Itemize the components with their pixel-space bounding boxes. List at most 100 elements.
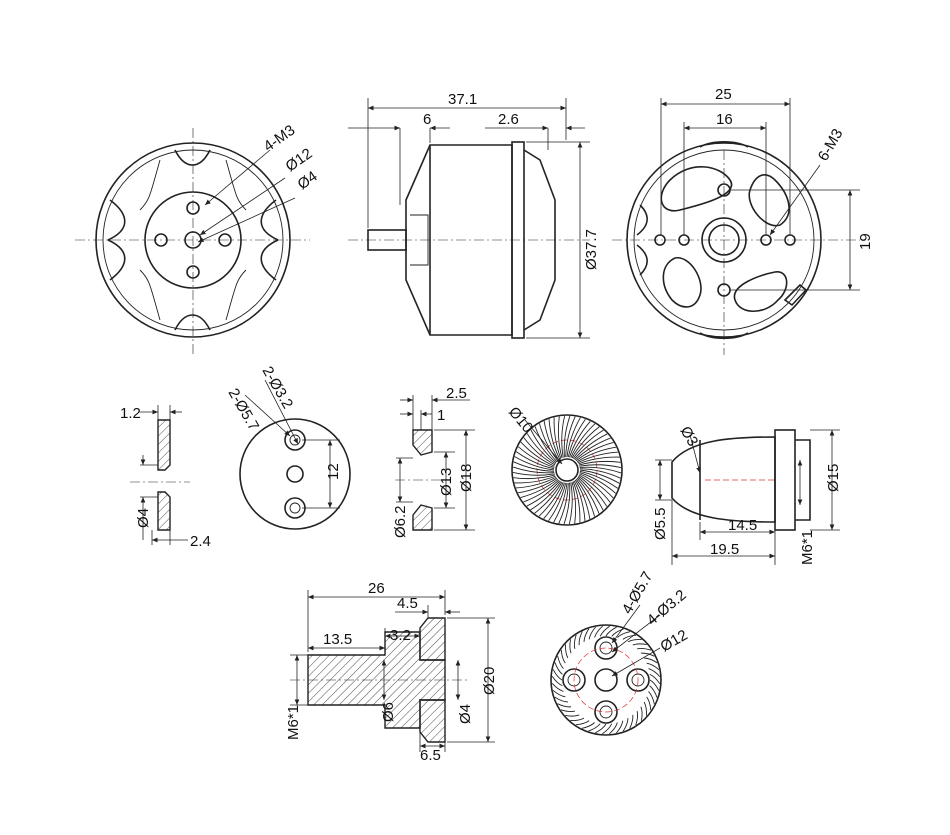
front-dia-inner: Ø4 xyxy=(295,168,321,193)
spinner-d: Ø15 xyxy=(825,464,842,492)
blade-line xyxy=(515,451,555,470)
adapter-thread-len: 13.5 xyxy=(323,631,352,648)
blade-line xyxy=(554,696,568,703)
blade-line xyxy=(576,446,616,463)
blade-line xyxy=(648,668,661,677)
blade-line xyxy=(530,481,562,511)
blade-line xyxy=(595,723,607,734)
blade-line xyxy=(629,714,634,729)
blade-line xyxy=(627,639,642,643)
disc-small-holes: 2-Ø3.2 xyxy=(259,364,297,412)
blade-line xyxy=(551,676,563,687)
blade-line xyxy=(557,703,572,708)
blade-line xyxy=(554,662,563,675)
blade-line xyxy=(637,647,652,651)
blade-line xyxy=(574,437,611,461)
side-view: 37.1 6 2.6 Ø37.7 xyxy=(348,91,600,339)
blade-line xyxy=(579,464,622,469)
fan-disc-part: Ø10 xyxy=(505,404,623,526)
blade-line xyxy=(573,480,586,521)
blade-line xyxy=(579,472,617,494)
blade-line xyxy=(548,419,561,460)
blade-line xyxy=(579,466,622,474)
adapter-total: 26 xyxy=(368,580,385,597)
blade-line xyxy=(551,683,564,692)
blade-line xyxy=(578,631,583,646)
blade-line xyxy=(579,470,619,489)
blade-line xyxy=(643,701,647,716)
blade-line xyxy=(523,479,560,503)
blade-line xyxy=(530,429,557,464)
spacer-part: Ø4 1.2 2.4 xyxy=(120,405,211,550)
blade-line xyxy=(605,626,617,637)
blade-line xyxy=(574,479,591,519)
blade-line xyxy=(635,711,639,726)
blade-line xyxy=(615,720,624,734)
adapter-flange: 4.5 xyxy=(397,595,418,612)
blade-line xyxy=(640,652,655,657)
blade-line xyxy=(578,474,611,503)
blade-line xyxy=(576,477,600,514)
blade-line xyxy=(557,655,564,669)
blade-line xyxy=(649,685,658,698)
mount-swirl xyxy=(551,625,661,735)
blade-line xyxy=(514,456,555,471)
blade-line xyxy=(512,471,555,476)
washer-w1: 2.5 xyxy=(446,385,467,402)
blade-line xyxy=(569,420,591,458)
rear-width: 25 xyxy=(715,86,732,103)
blade-line xyxy=(567,418,586,458)
blade-line xyxy=(579,473,614,499)
blade-line xyxy=(578,460,621,466)
blade-line xyxy=(644,657,658,664)
spacer-flange: 2.4 xyxy=(190,533,211,550)
blade-line xyxy=(599,625,610,637)
blade-line xyxy=(571,481,577,524)
side-rim: 2.6 xyxy=(498,111,519,128)
prop-adapter-part: 26 4.5 13.5 3.2 M6*1 Ø6 Ø4 Ø20 6.5 xyxy=(285,580,498,764)
blade-line xyxy=(594,625,603,638)
blade-line xyxy=(565,416,576,458)
blade-line xyxy=(558,482,569,524)
blade-line xyxy=(538,482,564,517)
blade-line xyxy=(575,442,614,462)
blade-line xyxy=(602,723,613,735)
adapter-d4: Ø4 xyxy=(457,704,474,724)
blade-line xyxy=(520,478,559,498)
blade-line xyxy=(570,423,596,458)
spinner-part: Ø3 Ø5.5 Ø15 M6*1 14.5 19.5 xyxy=(652,424,842,565)
blade-line xyxy=(514,475,556,484)
blade-line xyxy=(539,423,559,462)
blade-line xyxy=(571,426,600,459)
adapter-thread: M6*1 xyxy=(285,705,302,740)
mount-disc-part: 4-Ø5.7 4-Ø3.2 Ø12 xyxy=(550,569,691,736)
blade-line xyxy=(579,468,621,479)
blade-line xyxy=(526,433,556,465)
rear-height: 19 xyxy=(857,233,874,250)
blade-line xyxy=(578,475,608,507)
blade-line xyxy=(534,481,563,514)
blade-line xyxy=(649,679,660,691)
washer-d3: Ø18 xyxy=(458,464,475,492)
blade-line xyxy=(557,416,563,459)
blade-line xyxy=(552,689,566,698)
blade-line xyxy=(517,446,555,468)
blade-line xyxy=(513,474,556,480)
blade-line xyxy=(553,482,568,523)
spinner-l1: 14.5 xyxy=(728,517,757,534)
blade-line xyxy=(512,466,555,474)
blade-line xyxy=(648,691,655,705)
blade-line xyxy=(572,481,581,523)
blade-line xyxy=(565,714,580,717)
rear-view: 25 16 6-M3 19 xyxy=(612,86,874,355)
spinner-base: Ø5.5 xyxy=(652,507,669,540)
blade-line xyxy=(617,631,631,638)
side-length: 37.1 xyxy=(448,91,477,108)
blade-line xyxy=(548,482,567,522)
disc-spacing: 12 xyxy=(325,463,342,480)
blade-line xyxy=(560,709,575,713)
front-holes-label: 4-M3 xyxy=(261,122,299,156)
blade-line xyxy=(640,706,643,721)
blade-line xyxy=(646,696,652,711)
